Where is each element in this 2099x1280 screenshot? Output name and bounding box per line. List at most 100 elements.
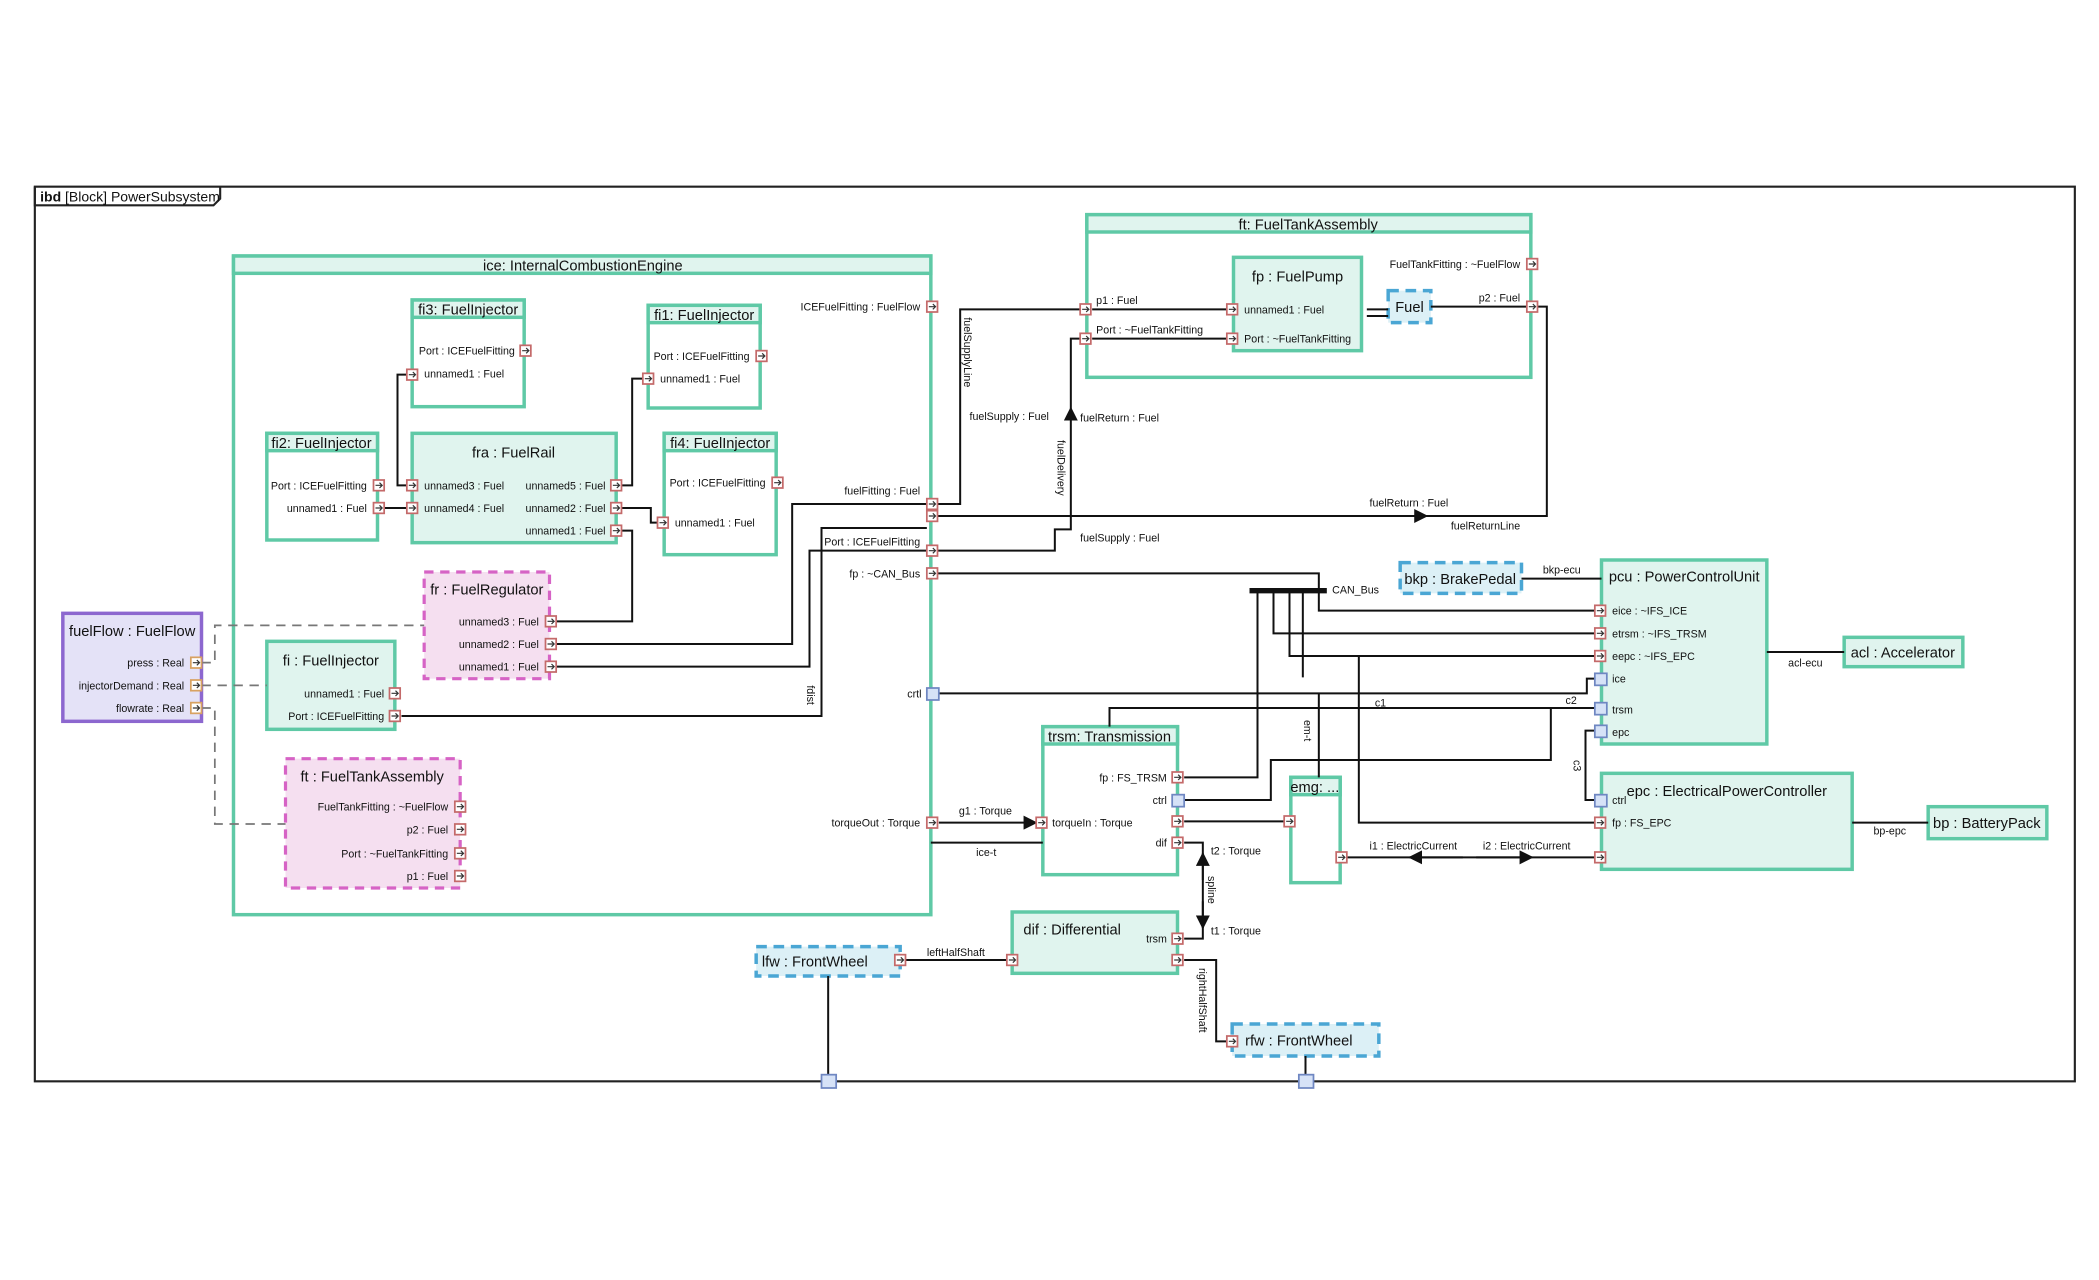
label-ft-p1: p1 : Fuel: [1096, 295, 1137, 307]
port-arrow-icon: [612, 482, 621, 489]
port-arrow-icon: [1174, 935, 1182, 942]
conn-fuelreturn2: fuelReturn : Fuel: [1370, 498, 1449, 510]
block-bkp[interactable]: bkp : BrakePedal: [1398, 560, 1524, 596]
port-arrow-icon: [1596, 607, 1605, 614]
block-fi4[interactable]: fi4: FuelInjector: [662, 431, 778, 557]
port-arrow-icon: [928, 500, 937, 508]
block-ice-title: ice: InternalCombustionEngine: [483, 259, 683, 275]
port-arrow-icon: [192, 659, 201, 666]
label-pcu-eepc: eepc : ~IFS_EPC: [1612, 651, 1695, 663]
block-fp[interactable]: fp : FuelPump: [1231, 255, 1364, 353]
block-fp-title: fp : FuelPump: [1252, 269, 1343, 285]
label-fi4-u1: unnamed1 : Fuel: [675, 518, 755, 530]
ports-layer: [189, 257, 1608, 1089]
label-fi3-u1: unnamed1 : Fuel: [424, 368, 504, 380]
port-arrow-icon: [1008, 956, 1017, 964]
port-frame-lfw[interactable]: [820, 1073, 838, 1089]
label-ft-port: Port : ~FuelTankFitting: [1096, 324, 1203, 336]
block-fr[interactable]: fr : FuelRegulator: [422, 570, 552, 681]
port-arrow-icon: [547, 618, 556, 625]
label-fi-u1: unnamed1 : Fuel: [304, 688, 384, 700]
label-ft-ftf: FuelTankFitting : ~FuelFlow: [1390, 259, 1521, 271]
block-fi3[interactable]: fi3: FuelInjector: [410, 298, 526, 409]
port-arrow-icon: [456, 850, 465, 857]
port-arrow-icon: [547, 640, 556, 648]
port-arrow-icon: [612, 504, 621, 512]
block-dif[interactable]: dif : Differential: [1010, 910, 1180, 976]
label-fr-u3: unnamed3 : Fuel: [459, 616, 539, 628]
block-emg[interactable]: emg: ...: [1289, 775, 1342, 885]
conn-c3: c3: [1571, 760, 1583, 771]
block-fi2[interactable]: fi2: FuelInjector: [265, 431, 380, 542]
block-ft-inner-title: ft : FuelTankAssembly: [300, 769, 444, 785]
block-pcu[interactable]: pcu : PowerControlUnit: [1599, 558, 1769, 746]
label-fra-u3: unnamed3 : Fuel: [424, 480, 504, 492]
diagram-title: ibd [Block] PowerSubsystem: [40, 188, 220, 204]
block-epc[interactable]: epc : ElectricalPowerController: [1599, 771, 1854, 872]
connector-labels: fuelSupplyLine fuelSupply : Fuel fuelRet…: [804, 317, 1907, 1032]
label-fi3-port: Port : ICEFuelFitting: [419, 346, 515, 358]
conn-em-t: em-t: [1301, 720, 1313, 741]
conn-fueldelivery: fuelDelivery: [1055, 440, 1067, 496]
port-pcu-epc[interactable]: [1593, 724, 1608, 739]
label-pcu-epc: epc: [1612, 727, 1630, 739]
port-epc-ctrl[interactable]: [1593, 793, 1608, 808]
port-arrow-icon: [192, 682, 201, 689]
port-arrow-icon: [758, 352, 766, 360]
label-fra-u2: unnamed2 : Fuel: [526, 503, 606, 515]
port-frame-rfw[interactable]: [1297, 1073, 1315, 1089]
block-acl[interactable]: acl : Accelerator: [1842, 635, 1965, 669]
block-fuelflow-title: fuelFlow : FuelFlow: [69, 624, 196, 640]
conn-fuelsupplyline: fuelSupplyLine: [961, 317, 973, 387]
port-ice-crtl[interactable]: [925, 687, 940, 701]
block-bp-title: bp : BatteryPack: [1933, 816, 2041, 832]
port-trsm-ctrl[interactable]: [1171, 793, 1186, 808]
port-arrow-icon: [928, 303, 937, 310]
label-fi1-port: Port : ICEFuelFitting: [654, 351, 750, 363]
conn-acl-ecu: acl-ecu: [1788, 658, 1822, 670]
block-emg-title: emg: ...: [1290, 780, 1339, 796]
label-trsm-dif: dif: [1156, 838, 1167, 850]
port-arrow-icon: [391, 712, 400, 720]
block-bp[interactable]: bp : BatteryPack: [1926, 804, 2049, 841]
port-arrow-icon: [1286, 818, 1294, 825]
port-arrow-icon: [1174, 956, 1182, 964]
label-fra-u5: unnamed5 : Fuel: [526, 480, 606, 492]
label-ice-fuelfitting: fuelFitting : Fuel: [844, 486, 920, 498]
conn-ice-t: ice-t: [976, 847, 996, 859]
port-pcu-ice[interactable]: [1593, 672, 1608, 687]
block-rfw[interactable]: rfw : FrontWheel: [1230, 1022, 1381, 1058]
block-fi4-title: fi4: FuelInjector: [670, 436, 770, 452]
block-fi2-title: fi2: FuelInjector: [271, 436, 371, 452]
block-lfw[interactable]: lfw : FrontWheel: [754, 944, 902, 978]
label-ff-inj: injectorDemand : Real: [79, 680, 184, 692]
port-arrow-icon: [547, 663, 556, 670]
block-fi1[interactable]: fi1: FuelInjector: [646, 303, 762, 410]
port-arrow-icon: [1174, 774, 1182, 781]
port-pcu-trsm[interactable]: [1593, 701, 1608, 716]
label-fra-u1: unnamed1 : Fuel: [526, 526, 606, 538]
port-labels: ICEFuelFitting : FuelFlow fuelFitting : …: [79, 259, 1707, 946]
block-fi3-title: fi3: FuelInjector: [418, 303, 518, 319]
block-fra-title: fra : FuelRail: [472, 445, 555, 461]
block-trsm-title: trsm: Transmission: [1048, 729, 1171, 745]
block-ft-inner[interactable]: ft : FuelTankAssembly: [283, 757, 462, 890]
port-arrow-icon: [456, 826, 465, 833]
label-ftin-ftf: FuelTankFitting : ~FuelFlow: [318, 802, 449, 814]
port-arrow-icon: [456, 872, 465, 880]
port-arrow-icon: [774, 479, 782, 486]
label-pcu-etrsm: etrsm : ~IFS_TRSM: [1612, 628, 1706, 640]
conn-c1: c1: [1375, 698, 1386, 710]
port-arrow-icon: [375, 504, 384, 512]
conn-bp-epc: bp-epc: [1874, 826, 1907, 838]
block-fuel[interactable]: Fuel: [1386, 288, 1433, 325]
conn-g1: g1 : Torque: [959, 806, 1012, 818]
connector-lines: [201, 305, 1929, 1075]
label-epc-ctrl: ctrl: [1612, 795, 1626, 807]
block-dif-title: dif : Differential: [1023, 923, 1120, 939]
port-arrow-icon: [408, 504, 417, 512]
port-arrow-icon: [928, 570, 937, 577]
block-fra[interactable]: fra : FuelRail: [410, 431, 618, 545]
label-fr-u1: unnamed1 : Fuel: [459, 662, 539, 674]
